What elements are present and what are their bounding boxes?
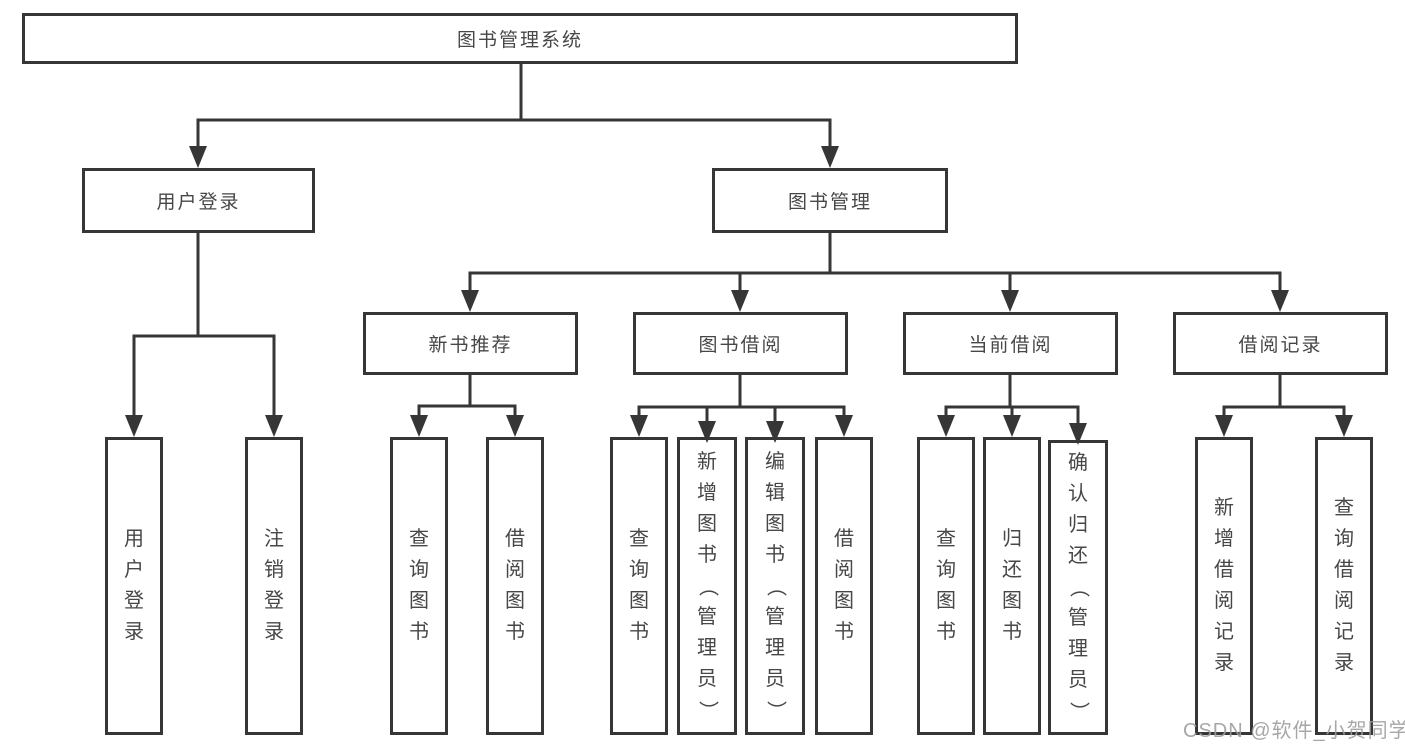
vertical-char: 销 (264, 559, 284, 581)
vertical-char: 编 (765, 450, 785, 473)
vertical-char: 管 (765, 605, 785, 628)
vertical-char: 记 (1334, 621, 1354, 643)
vertical-char: 新 (1214, 497, 1234, 519)
leaf-query-borrow-record: 查询借阅记录 (1315, 437, 1373, 735)
vertical-char: 确 (1068, 452, 1088, 474)
leaf-user-login: 用户登录 (105, 437, 163, 735)
leaf-confirm-return-admin: 确认归还 （ 管理员 ） (1048, 440, 1108, 735)
vertical-char: 图 (505, 590, 525, 612)
vertical-char: 书 (505, 621, 525, 643)
node-label: 图书借阅 (698, 335, 783, 356)
node-label: 借阅记录 (1238, 335, 1323, 356)
vertical-char: 登 (124, 590, 144, 612)
node-label: 用户登录 (156, 192, 241, 213)
leaf-add-book-admin: 新增图书 （ 管理员 ） (677, 437, 737, 735)
leaf-edit-book-admin: 编辑图书 （ 管理员 ） (745, 437, 805, 735)
node-new-book-recommend: 新书推荐 (363, 312, 578, 375)
vertical-char: 借 (1214, 559, 1234, 581)
vertical-char: 登 (264, 590, 284, 612)
vertical-char: ） (696, 700, 719, 720)
node-book-management-system: 图书管理系统 (22, 13, 1018, 64)
vertical-char: ） (764, 700, 787, 720)
vertical-char: 增 (1214, 528, 1234, 550)
leaf-query-books-current: 查询图书 (917, 437, 975, 735)
vertical-char: 录 (1334, 652, 1354, 674)
leaf-add-borrow-record: 新增借阅记录 (1195, 437, 1253, 735)
node-book-management: 图书管理 (712, 168, 948, 233)
vertical-char: 书 (1002, 621, 1022, 643)
vertical-char: 员 (697, 667, 717, 690)
vertical-char: 书 (936, 621, 956, 643)
vertical-char: 用 (124, 528, 144, 550)
vertical-char: 理 (765, 636, 785, 659)
node-borrow-records: 借阅记录 (1173, 312, 1388, 375)
watermark: CSDN @软件_小贺同学 (1183, 720, 1405, 742)
vertical-char: 询 (936, 559, 956, 581)
vertical-char: ） (1067, 701, 1090, 722)
node-current-borrow: 当前借阅 (903, 312, 1118, 375)
vertical-char: 查 (1334, 497, 1354, 519)
vertical-char: 阅 (1334, 590, 1354, 612)
vertical-char: 书 (629, 621, 649, 643)
vertical-char: 员 (765, 667, 785, 690)
leaf-return-book: 归还图书 (983, 437, 1041, 735)
leaf-query-books-borrow: 查询图书 (610, 437, 668, 735)
vertical-char: 注 (264, 528, 284, 550)
vertical-char: 认 (1068, 483, 1088, 505)
vertical-char: 询 (1334, 528, 1354, 550)
vertical-char: 图 (765, 512, 785, 535)
vertical-char: 增 (697, 481, 717, 504)
vertical-char: 记 (1214, 621, 1234, 643)
vertical-char: 新 (697, 450, 717, 473)
node-label: 新书推荐 (428, 335, 513, 356)
vertical-char: 还 (1002, 559, 1022, 581)
vertical-char: 管 (697, 605, 717, 628)
vertical-char: 图 (629, 590, 649, 612)
node-book-borrow: 图书借阅 (633, 312, 848, 375)
vertical-char: 录 (1214, 652, 1234, 674)
vertical-char: 录 (124, 621, 144, 643)
vertical-char: 归 (1002, 528, 1022, 550)
vertical-char: 阅 (1214, 590, 1234, 612)
vertical-char: 阅 (505, 559, 525, 581)
vertical-char: （ (1067, 577, 1090, 598)
vertical-char: 图 (834, 590, 854, 612)
vertical-char: 辑 (765, 481, 785, 504)
vertical-char: 员 (1068, 669, 1088, 691)
node-label: 当前借阅 (968, 335, 1053, 356)
vertical-char: 阅 (834, 559, 854, 581)
leaf-query-books-recommend: 查询图书 (390, 437, 448, 735)
vertical-char: 书 (765, 543, 785, 566)
vertical-char: 查 (409, 528, 429, 550)
vertical-char: 询 (629, 559, 649, 581)
leaf-borrow-books-recommend: 借阅图书 (486, 437, 544, 735)
vertical-char: 录 (264, 621, 284, 643)
vertical-char: 书 (697, 543, 717, 566)
leaf-logout: 注销登录 (245, 437, 303, 735)
vertical-char: 借 (1334, 559, 1354, 581)
vertical-char: 理 (697, 636, 717, 659)
vertical-char: 书 (409, 621, 429, 643)
vertical-char: 图 (936, 590, 956, 612)
vertical-char: 借 (834, 528, 854, 550)
vertical-char: 图 (409, 590, 429, 612)
leaf-borrow-books-borrow: 借阅图书 (815, 437, 873, 735)
vertical-char: 户 (124, 559, 144, 581)
vertical-char: 还 (1068, 545, 1088, 567)
vertical-char: 管 (1068, 607, 1088, 629)
vertical-char: （ (764, 576, 787, 596)
vertical-char: （ (696, 576, 719, 596)
vertical-char: 理 (1068, 638, 1088, 660)
node-label: 图书管理系统 (456, 30, 583, 51)
node-label: 图书管理 (787, 192, 872, 213)
node-user-login: 用户登录 (82, 168, 315, 233)
vertical-char: 查 (936, 528, 956, 550)
vertical-char: 图 (697, 512, 717, 535)
vertical-char: 图 (1002, 590, 1022, 612)
vertical-char: 查 (629, 528, 649, 550)
vertical-char: 询 (409, 559, 429, 581)
vertical-char: 归 (1068, 514, 1088, 536)
vertical-char: 书 (834, 621, 854, 643)
vertical-char: 借 (505, 528, 525, 550)
